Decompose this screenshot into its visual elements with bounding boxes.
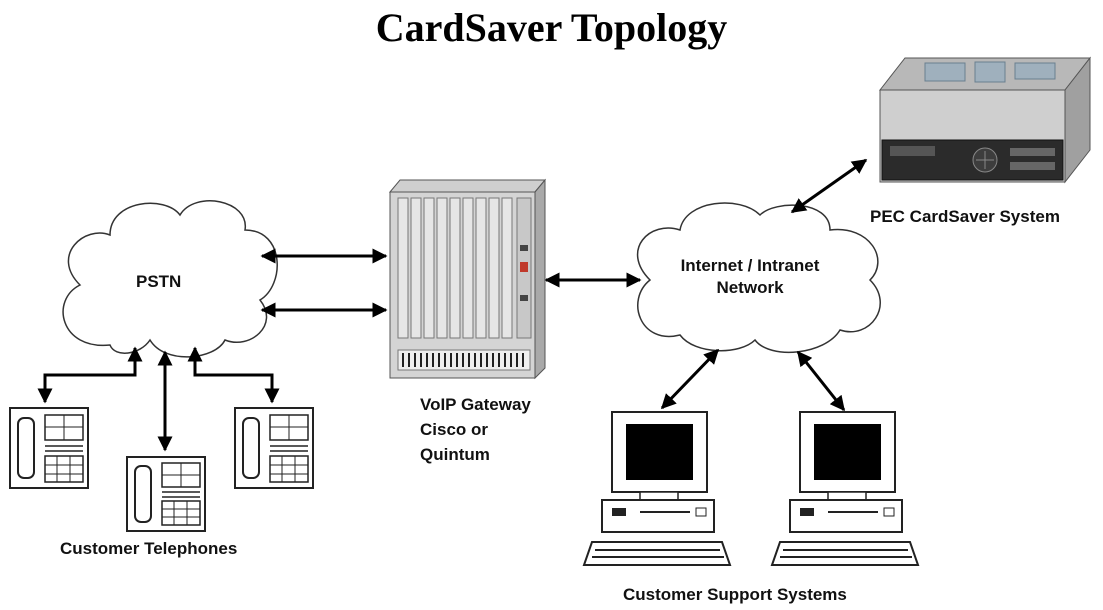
- network-label-line-1: Internet / Intranet: [680, 256, 820, 275]
- diagram-title: CardSaver Topology: [375, 5, 728, 50]
- telephone-icon-right: [234, 407, 314, 489]
- arrow-network-workstation-right: [796, 350, 846, 412]
- server-label: PEC CardSaver System: [870, 207, 1060, 226]
- workstation-icon-left: [582, 411, 732, 566]
- arrow-pstn-telephone-left: [37, 346, 143, 404]
- arrow-network-workstation-left: [660, 348, 720, 410]
- voip-gateway-icon: [388, 178, 547, 380]
- support-systems-label: Customer Support Systems: [623, 585, 847, 604]
- network-label: Internet / Intranet Network: [650, 255, 850, 299]
- gateway-label-line-3: Quintum: [420, 445, 490, 464]
- server-icon: [878, 56, 1092, 184]
- arrow-network-server: [790, 158, 868, 214]
- gateway-label-line-1: VoIP Gateway: [420, 395, 531, 414]
- gateway-label: VoIP Gateway Cisco or Quintum: [420, 392, 531, 467]
- network-cloud: [636, 202, 881, 353]
- telephones-label: Customer Telephones: [60, 539, 238, 558]
- workstation-icon-right: [770, 411, 920, 566]
- pstn-label: PSTN: [136, 272, 182, 291]
- telephone-icon-center: [126, 456, 206, 532]
- network-label-line-2: Network: [716, 278, 784, 297]
- arrow-pstn-telephone-right: [187, 346, 280, 404]
- gateway-label-line-2: Cisco or: [420, 420, 489, 439]
- telephone-icon-left: [9, 407, 89, 489]
